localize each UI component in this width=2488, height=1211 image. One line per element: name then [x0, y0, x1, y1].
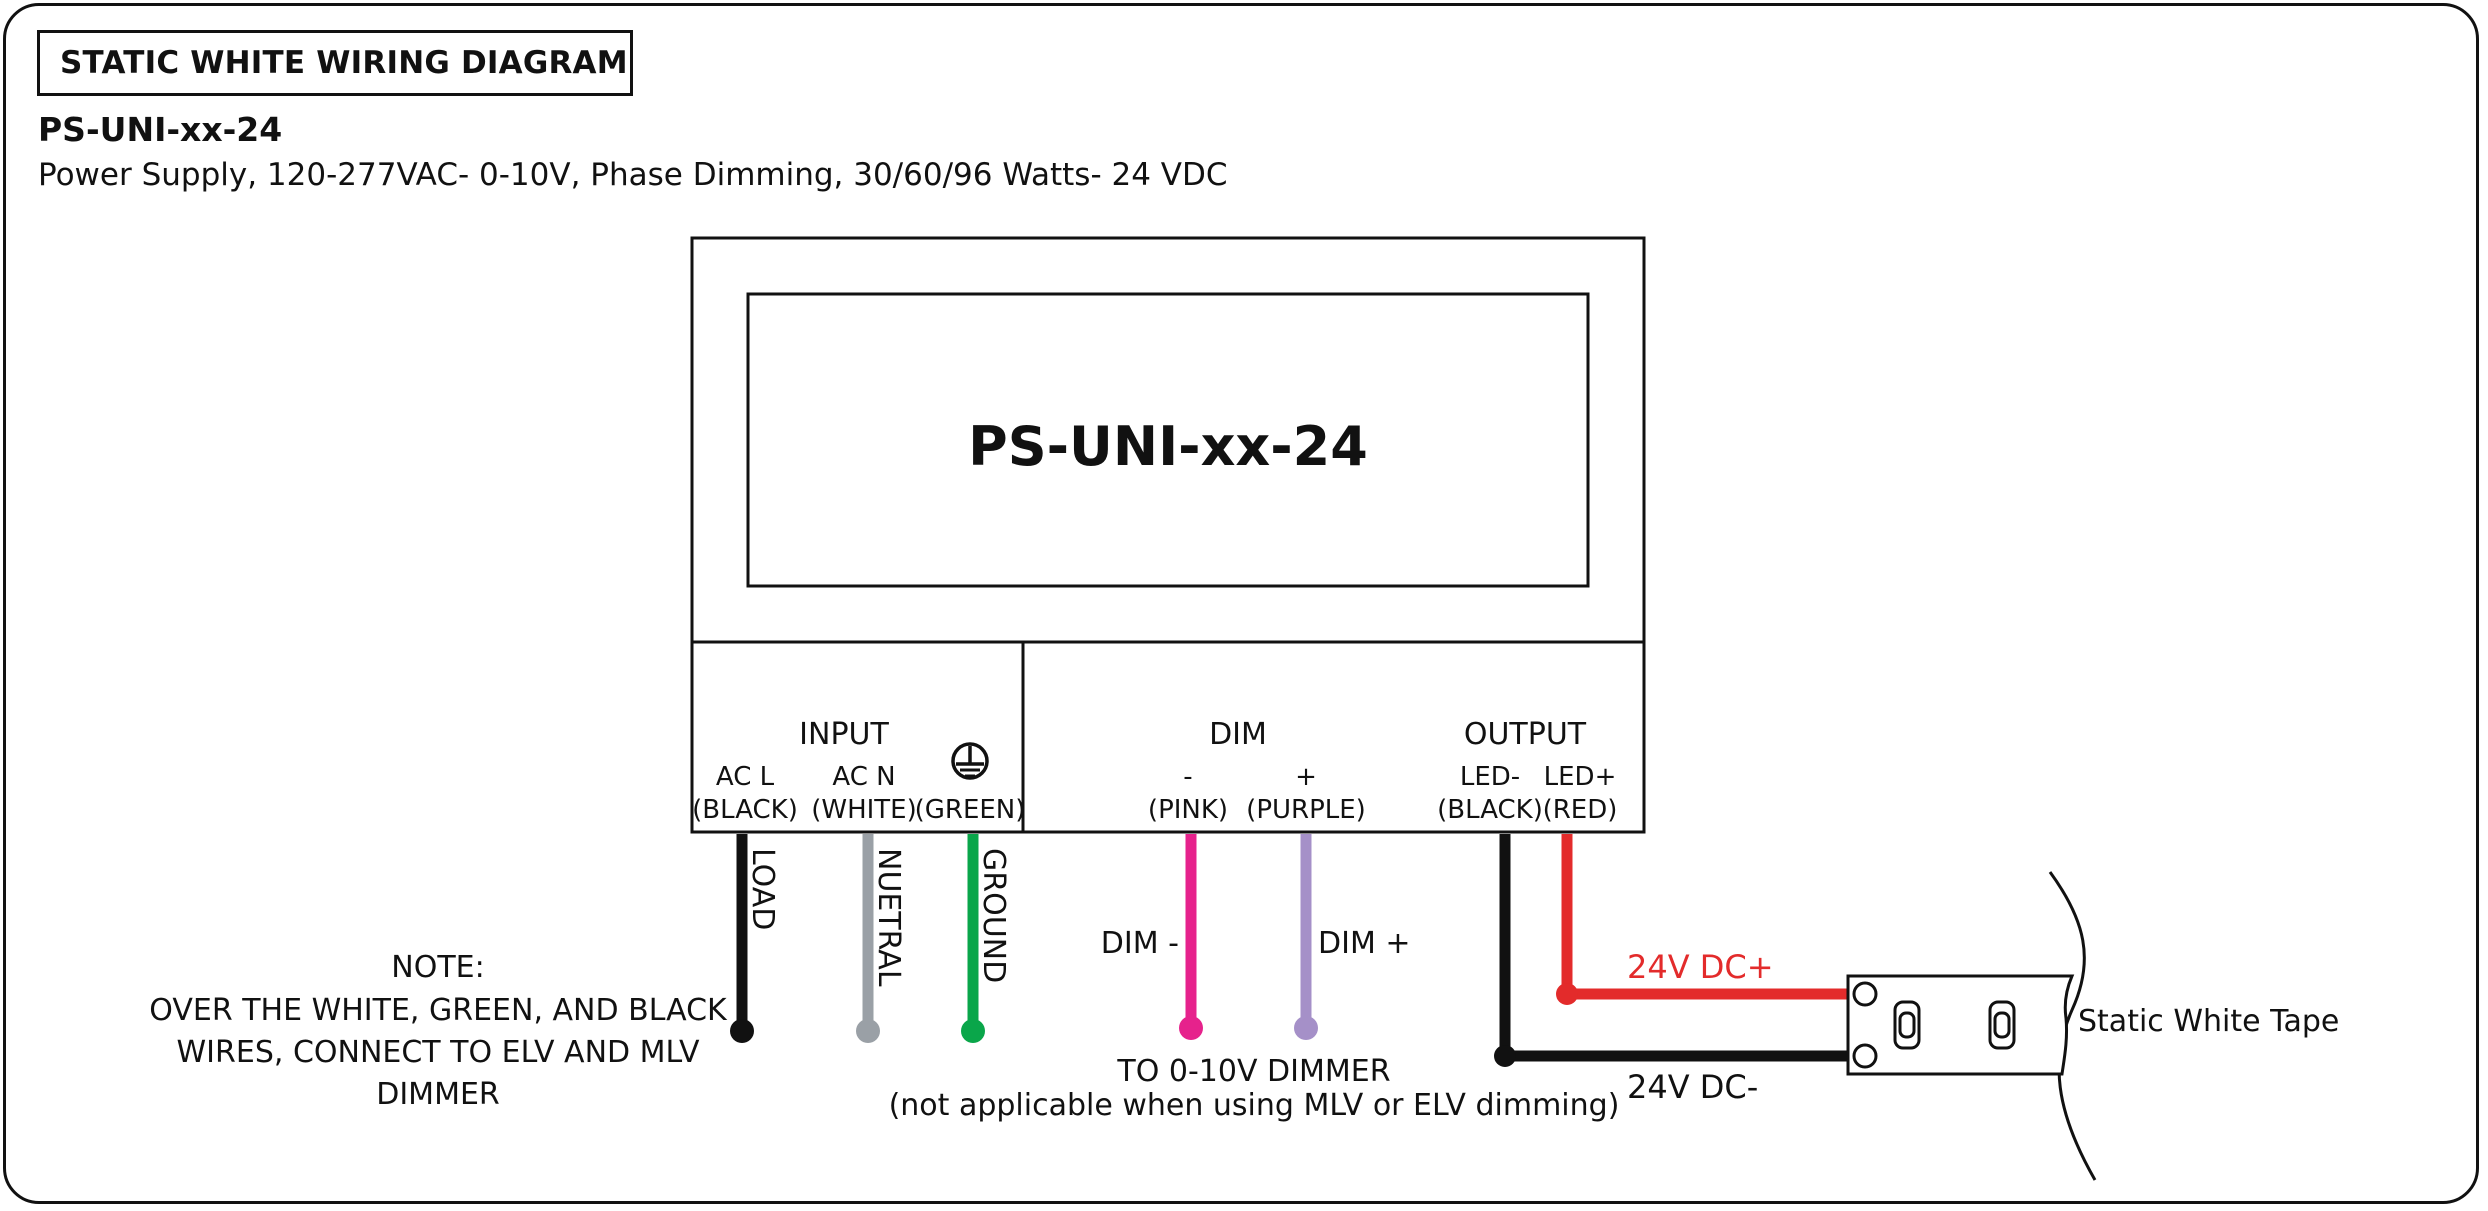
power-supply-box — [690, 236, 1646, 834]
input-label: INPUT — [799, 717, 889, 752]
dc-plus-label: 24V DC+ — [1627, 948, 1774, 986]
dim-plus-label: + — [1295, 762, 1317, 792]
dim-minus-wire-end — [1179, 1016, 1203, 1040]
neutral-wire-end — [856, 1019, 880, 1043]
dc-minus-wire-joint — [1494, 1045, 1516, 1067]
led-chip-icon — [1893, 1000, 1921, 1050]
neutral-wire-label: NUETRAL — [871, 848, 906, 987]
power-supply-label: PS-UNI-xx-24 — [968, 415, 1368, 478]
ac-n-color-label: (WHITE) — [811, 795, 917, 825]
ground-wire-label: GROUND — [976, 848, 1011, 983]
ground-color-label: (GREEN) — [915, 795, 1026, 825]
dimmer-note-line-1: TO 0-10V DIMMER — [1116, 1054, 1390, 1089]
led-minus-label: LED- — [1460, 762, 1520, 792]
led-plus-label: LED+ — [1544, 762, 1617, 792]
output-label: OUTPUT — [1464, 717, 1587, 752]
dc-minus-label: 24V DC- — [1627, 1068, 1758, 1106]
power-supply-label-panel — [746, 292, 1590, 588]
note-line-3: WIRES, CONNECT TO ELV AND MLV — [177, 1035, 700, 1070]
load-wire-end — [730, 1019, 754, 1043]
ground-wire-end — [961, 1019, 985, 1043]
led-tape — [1846, 871, 2097, 1181]
product-description: Power Supply, 120-277VAC- 0-10V, Phase D… — [38, 157, 1228, 193]
ac-l-color-label: (BLACK) — [692, 795, 798, 825]
model-number: PS-UNI-xx-24 — [38, 110, 283, 149]
dimmer-note-line-2: (not applicable when using MLV or ELV di… — [889, 1088, 1620, 1123]
dim-minus-color-label: (PINK) — [1148, 795, 1228, 825]
dim-label: DIM — [1209, 717, 1267, 752]
ac-n-label: AC N — [832, 762, 895, 792]
dim-plus-wire-end — [1294, 1016, 1318, 1040]
dim-minus-label: - — [1183, 762, 1192, 792]
diagram-title: STATIC WHITE WIRING DIAGRAM — [37, 30, 633, 96]
diagram-frame — [3, 3, 2479, 1204]
dim-minus-wire-label: DIM - — [1101, 926, 1179, 961]
dc-minus-wire — [1499, 834, 1858, 1062]
ac-l-label: AC L — [716, 762, 775, 792]
ground-symbol-icon — [951, 742, 989, 780]
dim-plus-wire-label: DIM + — [1318, 926, 1411, 961]
note-line-1: NOTE: — [391, 950, 484, 985]
note-line-2: OVER THE WHITE, GREEN, AND BLACK — [149, 993, 728, 1028]
load-wire-label: LOAD — [745, 848, 780, 930]
led-plus-color-label: (RED) — [1543, 795, 1618, 825]
note-line-4: DIMMER — [376, 1077, 500, 1112]
led-minus-color-label: (BLACK) — [1437, 795, 1543, 825]
dim-plus-color-label: (PURPLE) — [1246, 795, 1366, 825]
dc-plus-wire-joint — [1556, 983, 1578, 1005]
led-chip-icon — [1988, 1000, 2016, 1050]
tape-label: Static White Tape — [2078, 1004, 2339, 1039]
